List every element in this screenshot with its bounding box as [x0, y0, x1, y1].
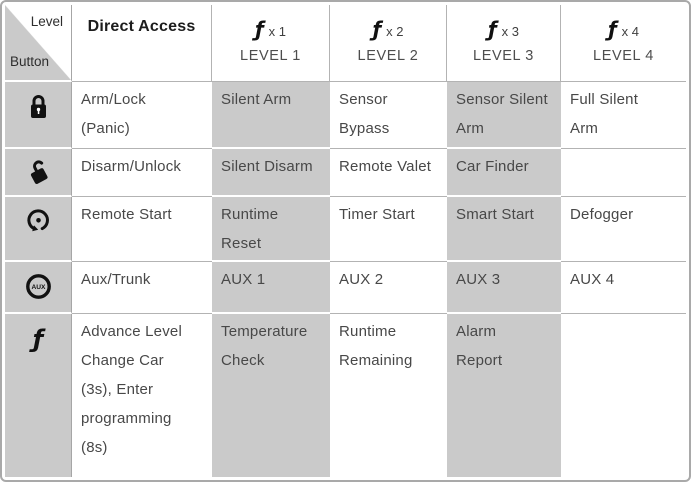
cell-r3-level1: Runtime Reset [212, 197, 330, 262]
f-button-icon: ƒ [607, 17, 617, 41]
cell-r5-level1: Temperature Check [212, 314, 330, 477]
cell-r5-level4 [561, 314, 686, 477]
f-button-icon: ƒ [32, 325, 44, 353]
cell-r1-level4: Full Silent Arm [561, 82, 686, 149]
level-1-multiplier: x 1 [268, 24, 287, 39]
f-button-icon: ƒ [487, 17, 497, 41]
direct-access-arm-lock: Arm/Lock (Panic) [72, 82, 212, 149]
button-cell-remote-start [5, 197, 72, 262]
cell-r2-level1: Silent Disarm [212, 149, 330, 197]
cell-r2-level4 [561, 149, 686, 197]
header-level-3: ƒ x 3 LEVEL 3 [447, 5, 561, 82]
aux-trunk-icon: AUX [25, 274, 51, 299]
cell-r4-level3: AUX 3 [447, 262, 561, 314]
f-button-icon: ƒ [254, 17, 264, 41]
cell-r3-level4: Defogger [561, 197, 686, 262]
cell-r3-level3: Smart Start [447, 197, 561, 262]
cell-r1-level1: Silent Arm [212, 82, 330, 149]
level-4-name: LEVEL 4 [593, 48, 654, 64]
f-button-icon: ƒ [372, 17, 382, 41]
level-3-multiplier: x 3 [501, 24, 520, 39]
direct-access-f: Advance Level Change Car (3s), Enter pro… [72, 314, 212, 477]
cell-r4-level1: AUX 1 [212, 262, 330, 314]
direct-access-remote-start: Remote Start [72, 197, 212, 262]
unlock-icon [30, 160, 48, 184]
corner-legend-cell: Level Button [5, 5, 72, 82]
remote-start-icon [26, 209, 49, 232]
aux-icon-label: AUX [31, 284, 46, 291]
header-direct-access: Direct Access [72, 5, 212, 82]
cell-r2-level3: Car Finder [447, 149, 561, 197]
cell-r1-level2: Sensor Bypass [330, 82, 447, 149]
button-cell-aux-trunk: AUX [5, 262, 72, 314]
cell-r1-level3: Sensor Silent Arm [447, 82, 561, 149]
cell-r3-level2: Timer Start [330, 197, 447, 262]
level-3-name: LEVEL 3 [473, 48, 534, 64]
direct-access-disarm-unlock: Disarm/Unlock [72, 149, 212, 197]
button-cell-f: ƒ [5, 314, 72, 477]
header-level-4: ƒ x 4 LEVEL 4 [561, 5, 686, 82]
lock-icon [30, 95, 46, 118]
corner-button-label: Button [10, 54, 50, 69]
cell-r4-level4: AUX 4 [561, 262, 686, 314]
header-level-1: ƒ x 1 LEVEL 1 [212, 5, 330, 82]
level-1-name: LEVEL 1 [240, 48, 301, 64]
level-4-multiplier: x 4 [621, 24, 640, 39]
cell-r2-level2: Remote Valet [330, 149, 447, 197]
level-2-multiplier: x 2 [386, 24, 404, 39]
cell-r5-level3: Alarm Report [447, 314, 561, 477]
cell-r5-level2: Runtime Remaining [330, 314, 447, 477]
button-cell-arm-lock [5, 82, 72, 149]
cell-r4-level2: AUX 2 [330, 262, 447, 314]
header-level-2: ƒ x 2 LEVEL 2 [330, 5, 447, 82]
corner-level-label: Level [30, 14, 63, 29]
direct-access-aux-trunk: Aux/Trunk [72, 262, 212, 314]
button-cell-disarm-unlock [5, 149, 72, 197]
remote-function-table: Level Button Direct Access ƒ x 1 LEVEL 1… [5, 5, 686, 477]
level-2-name: LEVEL 2 [357, 48, 419, 64]
